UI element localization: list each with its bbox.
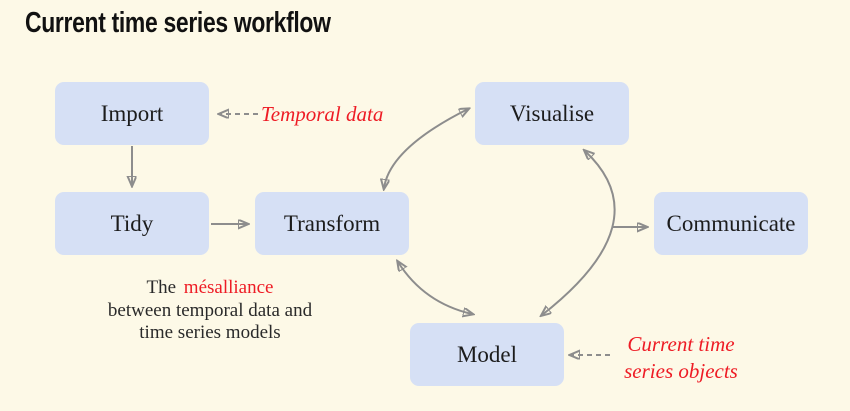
caption-line-3: time series models: [139, 322, 281, 343]
edge-visualise-model: [542, 151, 616, 315]
edge-transform-model: [398, 262, 472, 314]
caption-highlight: mésalliance: [183, 277, 274, 298]
edge-transform-visualise: [384, 109, 468, 188]
caption-line-1: The mésalliance: [75, 277, 345, 300]
annotation-objects-line2: series objects: [624, 359, 738, 383]
caption-line-1-text: The: [146, 277, 181, 298]
annotation-temporal-data: Temporal data: [261, 102, 384, 126]
node-tidy: Tidy: [55, 192, 209, 255]
annotation-objects-line1: Current time: [627, 332, 735, 356]
annotation-current-time-series-objects: Current time series objects: [600, 331, 762, 385]
node-visualise: Visualise: [475, 82, 629, 145]
node-communicate: Communicate: [654, 192, 808, 255]
workflow-caption: The mésalliance between temporal data an…: [75, 277, 345, 345]
caption-line-2: between temporal data and: [107, 299, 313, 321]
page-title: Current time series workflow: [25, 7, 331, 39]
node-import: Import: [55, 82, 209, 145]
node-transform: Transform: [255, 192, 409, 255]
node-model: Model: [410, 323, 564, 386]
